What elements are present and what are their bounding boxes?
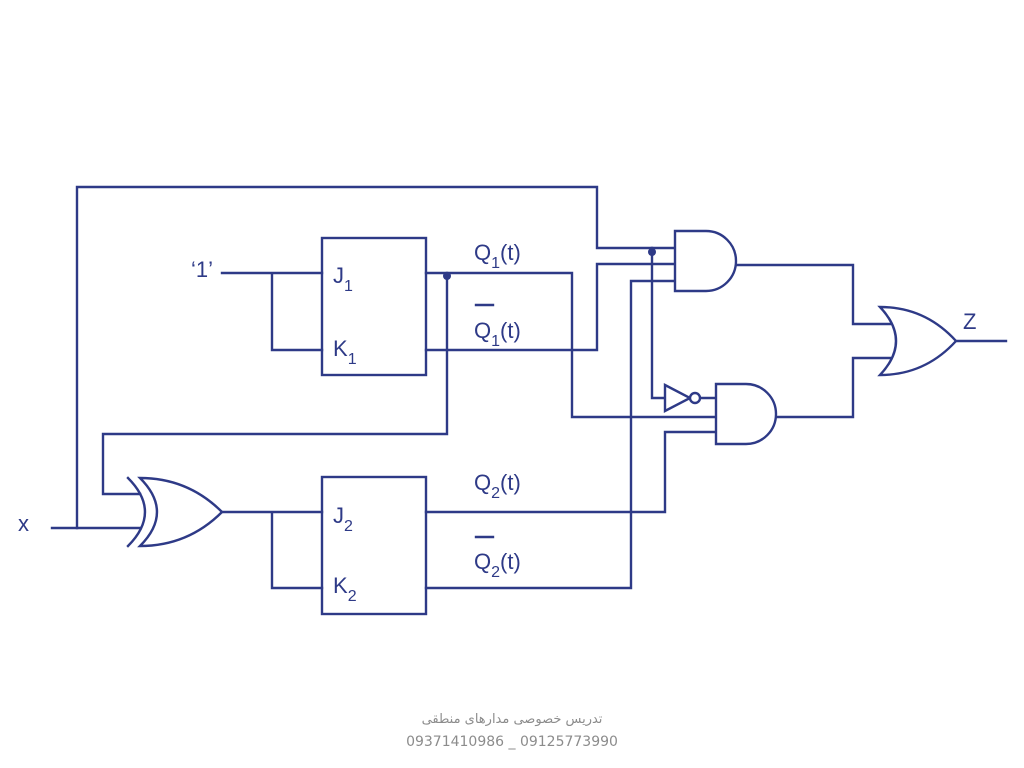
flip-flop-1-box	[320, 236, 428, 377]
q1bar-label: Q1(t)	[474, 318, 521, 350]
or-gate	[877, 305, 958, 377]
output-z-label: Z	[963, 309, 976, 334]
q2bar-label: Q2(t)	[474, 549, 521, 581]
const-one-label: ‘1’	[191, 257, 213, 282]
and-gate-top	[673, 229, 738, 293]
ff2-j-label: J2	[333, 503, 353, 535]
junction-dot-x	[648, 248, 656, 256]
footer-tutoring-text: تدریس خصوصی مدارهای منطقی	[421, 712, 603, 727]
junction-dot-q1	[443, 272, 451, 280]
flip-flop-2-box	[320, 475, 428, 616]
q1-label: Q1(t)	[474, 240, 521, 272]
footer-phone-numbers: 09371410986 _ 09125773990	[406, 734, 618, 750]
q2-label: Q2(t)	[474, 470, 521, 502]
wires	[50, 185, 1008, 590]
and-gate-bottom	[714, 382, 778, 446]
not-gate	[663, 383, 702, 413]
ff2-k-label: K2	[333, 573, 357, 605]
input-x-label: x	[18, 511, 29, 536]
xor-gate	[126, 476, 224, 548]
ff1-j-label: J1	[333, 263, 353, 295]
ff1-k-label: K1	[333, 336, 357, 368]
